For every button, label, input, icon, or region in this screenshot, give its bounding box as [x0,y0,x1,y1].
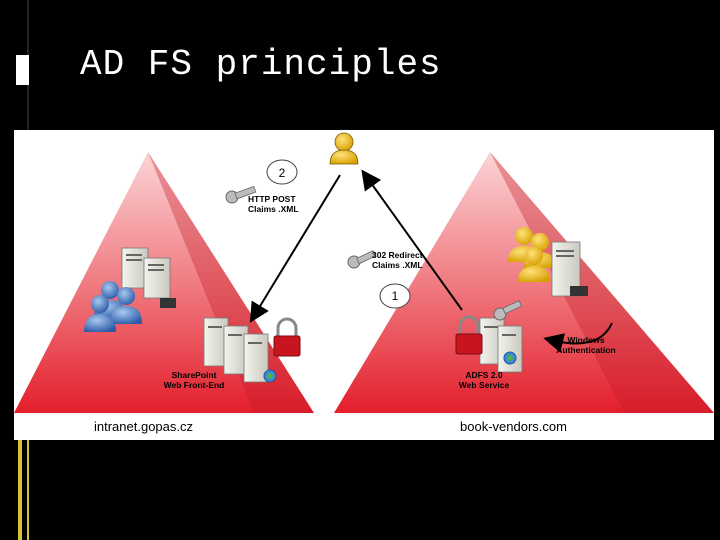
step1-label-2: Claims .XML [372,260,423,270]
arrow-http-post [249,174,341,323]
users-icon [508,227,556,282]
lock-icon [273,317,301,357]
users-icon [84,281,142,332]
step1-label-1: 302 Redirect [372,250,423,260]
sharepoint-servers-icon [203,317,277,383]
right-pyramid [334,152,714,413]
adfs-diagram: 2 HTTP POST Claims .XML 302 Redirect Cla… [14,130,714,440]
sharepoint-label-2: Web Front-End [164,380,225,390]
slide-title: AD FS principles [80,44,442,85]
key-icon [493,300,523,321]
accent-bar [27,440,29,540]
key-icon [225,185,257,204]
title-marker [16,55,29,85]
step2-badge: 2 [266,159,298,185]
step2-label-1: HTTP POST [248,194,296,204]
svg-text:1: 1 [392,289,399,303]
adfs-label-2: Web Service [459,380,510,390]
sharepoint-label-1: SharePoint [172,370,217,380]
arrow-redirect [361,169,463,311]
left-domain-label: intranet.gopas.cz [94,419,193,434]
key-icon [347,250,377,269]
right-domain-label: book-vendors.com [460,419,567,434]
user-icon [329,132,359,165]
windows-auth-label-1: Windows [567,335,604,345]
windows-auth-label-2: Authentication [556,345,616,355]
step1-badge: 1 [379,283,411,309]
arrow-windows-auth [543,322,613,353]
server-icon [551,241,588,297]
svg-text:2: 2 [279,166,286,180]
step2-label-2: Claims .XML [248,204,299,214]
accent-bar [18,440,22,540]
server-icon [121,247,176,308]
adfs-servers-icon [479,317,523,373]
adfs-label-1: ADFS 2.0 [465,370,503,380]
lock-icon [455,315,483,355]
